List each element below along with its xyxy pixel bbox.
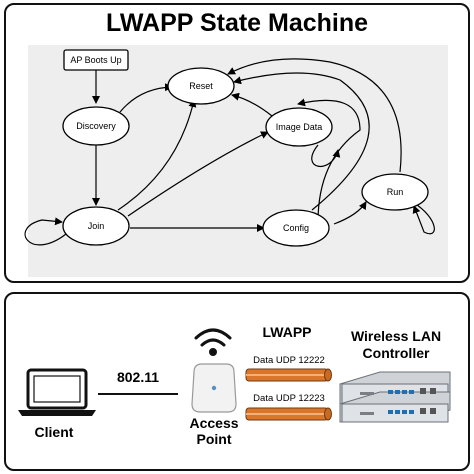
edge-imagedata-self bbox=[311, 144, 341, 167]
edge-config-to-run bbox=[333, 201, 367, 225]
state-join bbox=[62, 206, 130, 246]
edge-join-to-reset bbox=[117, 99, 197, 211]
edge-run-to-reset bbox=[227, 58, 402, 173]
tunnel-1 bbox=[245, 368, 332, 382]
edge-join-to-imagedata bbox=[127, 131, 269, 217]
state-run bbox=[361, 173, 429, 211]
wireless-lan-controller-icon bbox=[339, 371, 451, 423]
link-label: 802.11 bbox=[116, 369, 160, 385]
state-image-data bbox=[265, 107, 333, 147]
tunnel-1-label: Data UDP 12222 bbox=[253, 355, 325, 366]
client-label: Client bbox=[34, 424, 74, 440]
tunnel-2 bbox=[245, 407, 332, 421]
state-config-label: Config bbox=[283, 223, 309, 233]
state-ap-boots-up-label: AP Boots Up bbox=[70, 55, 121, 65]
state-discovery-label: Discovery bbox=[76, 121, 116, 131]
state-join-label: Join bbox=[88, 221, 105, 231]
edge-run-self bbox=[412, 202, 435, 235]
controller-label-line1: Wireless LAN bbox=[350, 328, 442, 344]
state-image-data-label: Image Data bbox=[276, 122, 323, 132]
edge-config-to-reset bbox=[233, 72, 370, 211]
edge-config-to-imagedata bbox=[297, 98, 361, 223]
tunnel-2-label: Data UDP 12223 bbox=[253, 393, 325, 404]
edge-join-self bbox=[24, 217, 67, 246]
state-discovery bbox=[62, 106, 130, 146]
access-point-label-line2: Point bbox=[196, 431, 232, 447]
edge-discovery-to-reset bbox=[119, 83, 173, 113]
laptop-icon bbox=[18, 368, 96, 416]
access-point-label-line1: Access bbox=[189, 415, 239, 431]
state-config bbox=[262, 209, 330, 247]
wifi-icon bbox=[194, 328, 232, 356]
protocol-label: LWAPP bbox=[262, 324, 312, 340]
state-ap-boots-up bbox=[63, 49, 129, 71]
state-reset-label: Reset bbox=[189, 81, 213, 91]
state-reset bbox=[167, 67, 235, 105]
access-point-icon bbox=[191, 363, 237, 413]
controller-label-line2: Controller bbox=[362, 345, 430, 361]
diagram-title: LWAPP State Machine bbox=[105, 9, 369, 37]
state-run-label: Run bbox=[387, 187, 404, 197]
edge-imagedata-to-reset bbox=[231, 92, 273, 117]
